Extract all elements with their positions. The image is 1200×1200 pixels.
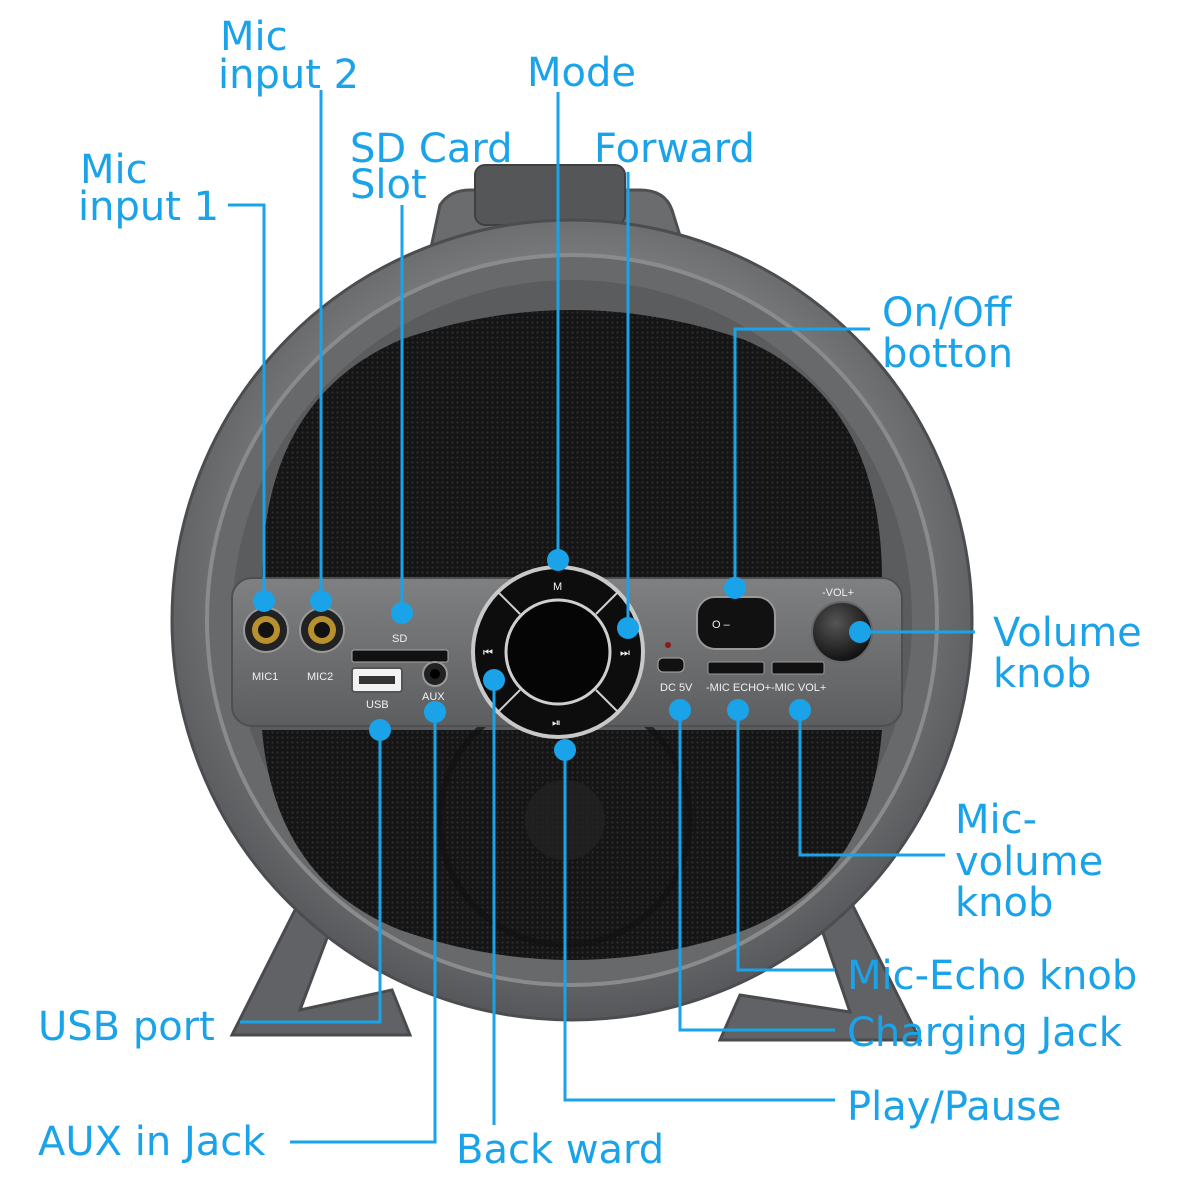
label-mic-input-1-line2: input 1 xyxy=(78,184,219,230)
central-control-ring xyxy=(471,565,645,739)
label-onoff-line1: On/Off xyxy=(882,290,1013,336)
dot-aux xyxy=(424,701,446,723)
label-micvol-line3: knob xyxy=(955,880,1053,926)
dot-usb xyxy=(369,719,391,741)
dot-echo xyxy=(727,699,749,721)
label-sd-line2: Slot xyxy=(350,162,427,208)
mode-key-label: M xyxy=(553,581,562,593)
forward-key-glyph: ⏭ xyxy=(620,647,630,659)
sd-card-slot[interactable] xyxy=(351,649,449,663)
vol-panel-label: -VOL+ xyxy=(822,587,854,599)
mic2-panel-label: MIC2 xyxy=(307,671,333,683)
dot-volume xyxy=(849,621,871,643)
dot-micvol xyxy=(789,699,811,721)
power-switch[interactable]: O – xyxy=(696,596,776,650)
label-mic-input-1-line1: Mic xyxy=(80,147,148,193)
mic-volume-slider[interactable] xyxy=(771,661,825,675)
label-onoff-line2: botton xyxy=(882,331,1013,377)
label-mic-input-2-line1: Mic xyxy=(220,14,288,60)
aux-panel-label: AUX xyxy=(422,691,445,703)
label-forward: Forward xyxy=(594,126,755,172)
label-volume-line1: Volume xyxy=(993,610,1142,656)
handle-strap xyxy=(474,164,626,226)
mic2-jack[interactable] xyxy=(299,607,345,653)
label-volume-line2: knob xyxy=(993,651,1091,697)
switch-glyph: O – xyxy=(712,619,731,631)
label-mic-echo: Mic-Echo knob xyxy=(847,953,1137,999)
dot-sd xyxy=(391,602,413,624)
label-play-pause: Play/Pause xyxy=(847,1084,1062,1130)
label-charging: Charging Jack xyxy=(847,1010,1123,1056)
charging-jack[interactable] xyxy=(657,657,685,673)
label-aux: AUX in Jack xyxy=(38,1119,266,1165)
dot-play xyxy=(554,739,576,761)
dot-forward xyxy=(617,617,639,639)
mic-echo-slider[interactable] xyxy=(707,661,765,675)
label-mode: Mode xyxy=(527,50,636,96)
play-pause-key-glyph: ⏯ xyxy=(552,717,561,729)
label-micvol-line2: volume xyxy=(955,839,1103,885)
usb-panel-label: USB xyxy=(366,699,389,711)
backward-key-glyph: ⏮ xyxy=(483,647,493,659)
leader-lines xyxy=(228,90,975,1144)
label-micvol-line1: Mic- xyxy=(955,797,1037,843)
dc-panel-label: DC 5V xyxy=(660,682,693,694)
mic1-jack[interactable] xyxy=(243,607,289,653)
dot-mic2 xyxy=(310,590,332,612)
label-mic-input-2-line2: input 2 xyxy=(218,52,359,98)
aux-jack[interactable] xyxy=(422,661,448,687)
dot-mic1 xyxy=(253,590,275,612)
sd-panel-label: SD xyxy=(392,633,407,645)
dot-backward xyxy=(483,669,505,691)
callout-dots xyxy=(253,549,871,761)
dot-onoff xyxy=(724,577,746,599)
label-sd-line1: SD Card xyxy=(350,126,512,172)
mic1-panel-label: MIC1 xyxy=(252,671,278,683)
callout-labels: Mic input 2 Mic input 1 SD Card Slot Mod… xyxy=(38,14,1142,1173)
label-usb: USB port xyxy=(38,1004,215,1050)
dot-mode xyxy=(547,549,569,571)
dot-charging xyxy=(669,699,691,721)
echo-panel-label: -MIC ECHO+ xyxy=(706,682,771,694)
micvol-panel-label: -MIC VOL+ xyxy=(771,682,826,694)
upper-grille xyxy=(262,310,882,580)
led-indicator xyxy=(665,642,671,648)
label-backward: Back ward xyxy=(456,1127,664,1173)
